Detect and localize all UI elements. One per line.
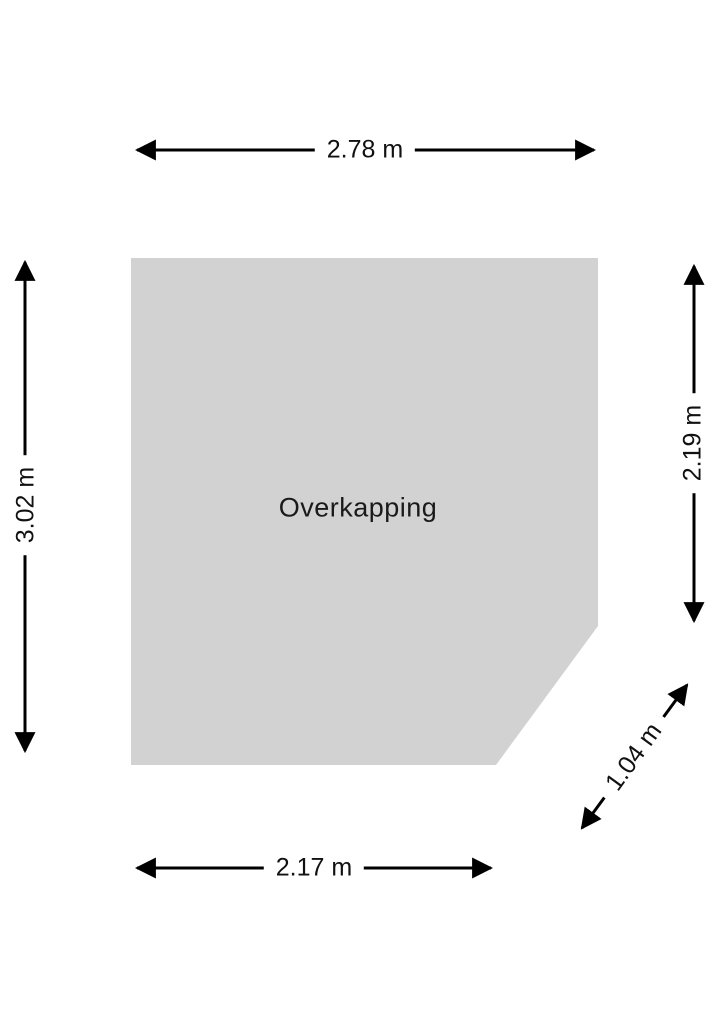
right-dimension-label: 2.19 m xyxy=(678,392,708,494)
top-dimension-label: 2.78 m xyxy=(314,135,416,165)
bottom-dimension-label: 2.17 m xyxy=(263,853,365,883)
room-label: Overkapping xyxy=(278,492,438,523)
left-dimension-label: 3.02 m xyxy=(11,454,41,556)
overkapping-shape xyxy=(131,258,598,765)
